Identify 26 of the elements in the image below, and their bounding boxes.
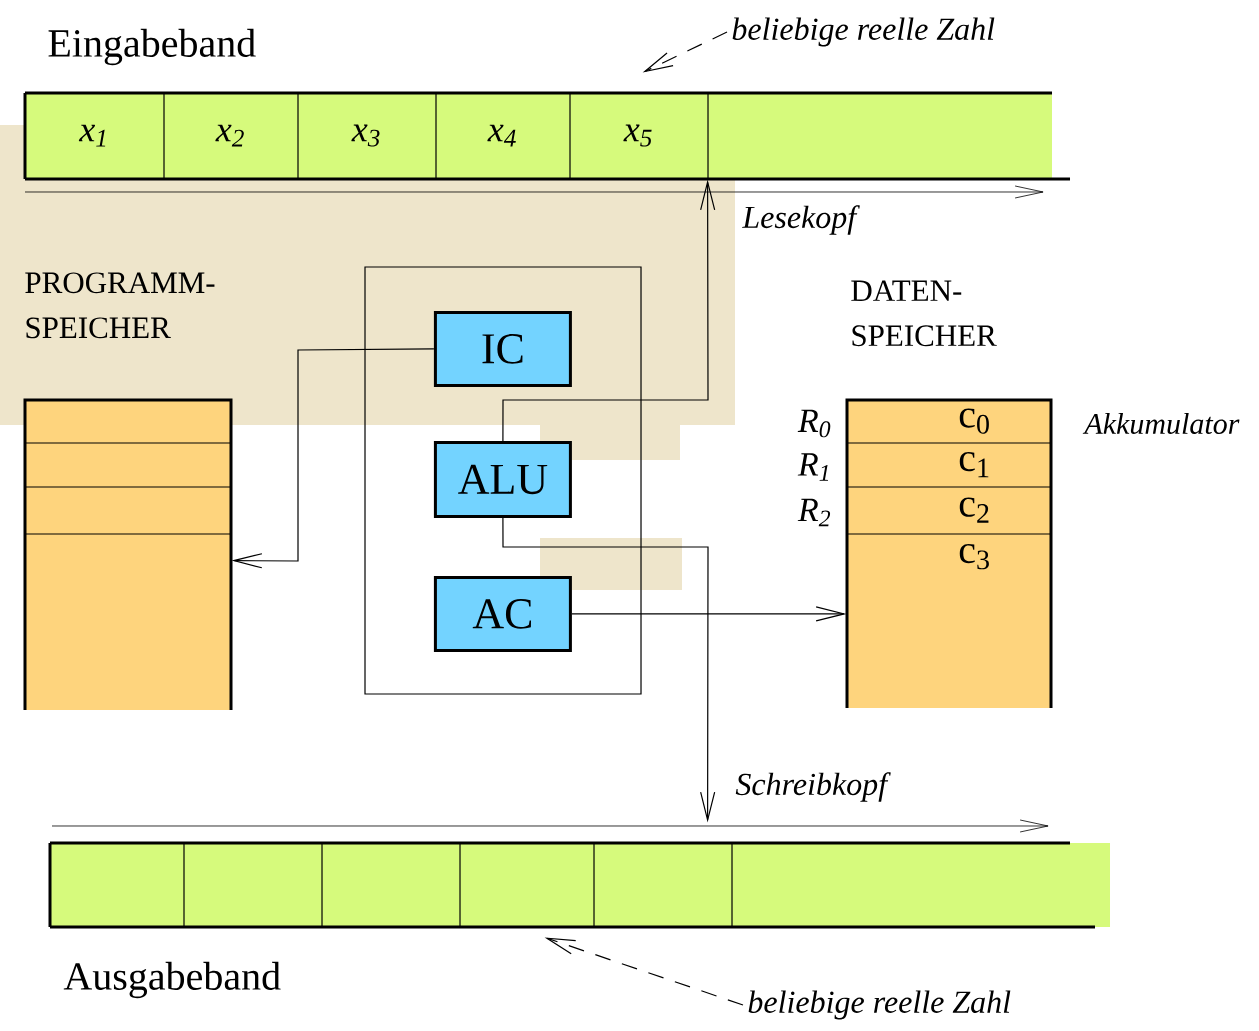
register-name: R$_{2}$ — [797, 498, 831, 527]
tape-heading: Eingabeband — [48, 28, 256, 66]
note-text: beliebige reelle Zahl — [732, 17, 995, 47]
edge-label: Lesekopf — [740, 203, 860, 237]
memory-heading: DATEN- SPEICHER — [851, 280, 997, 347]
unit-box: IC — [433, 310, 572, 387]
memory-heading: PROGRAMM- SPEICHER — [25, 272, 215, 339]
unit-box: ALU — [433, 440, 572, 518]
register-cell: c$_{3}$ — [959, 543, 989, 570]
register-name: R$_{0}$ — [797, 409, 831, 438]
register-name: R$_{1}$ — [797, 453, 829, 481]
edge-label: Schreibkopf — [733, 770, 891, 804]
tape-heading: Ausgabeband — [63, 961, 281, 999]
unit-box: AC — [433, 575, 572, 652]
connector-arrow — [544, 937, 744, 1006]
connector-arrow — [231, 348, 435, 569]
connector-arrow — [502, 517, 716, 823]
processor-frame — [364, 266, 642, 695]
register-cell: c$_{1}$ — [959, 452, 989, 478]
connector-arrow — [502, 179, 716, 442]
connector-arrow — [571, 606, 847, 622]
note-text: beliebige reelle Zahl — [748, 990, 1011, 1020]
side-label: Akkumulator — [1082, 412, 1240, 435]
register-cell: c$_{2}$ — [959, 497, 989, 523]
register-cell: c$_{0}$ — [959, 408, 989, 434]
connector-arrow — [642, 31, 728, 73]
